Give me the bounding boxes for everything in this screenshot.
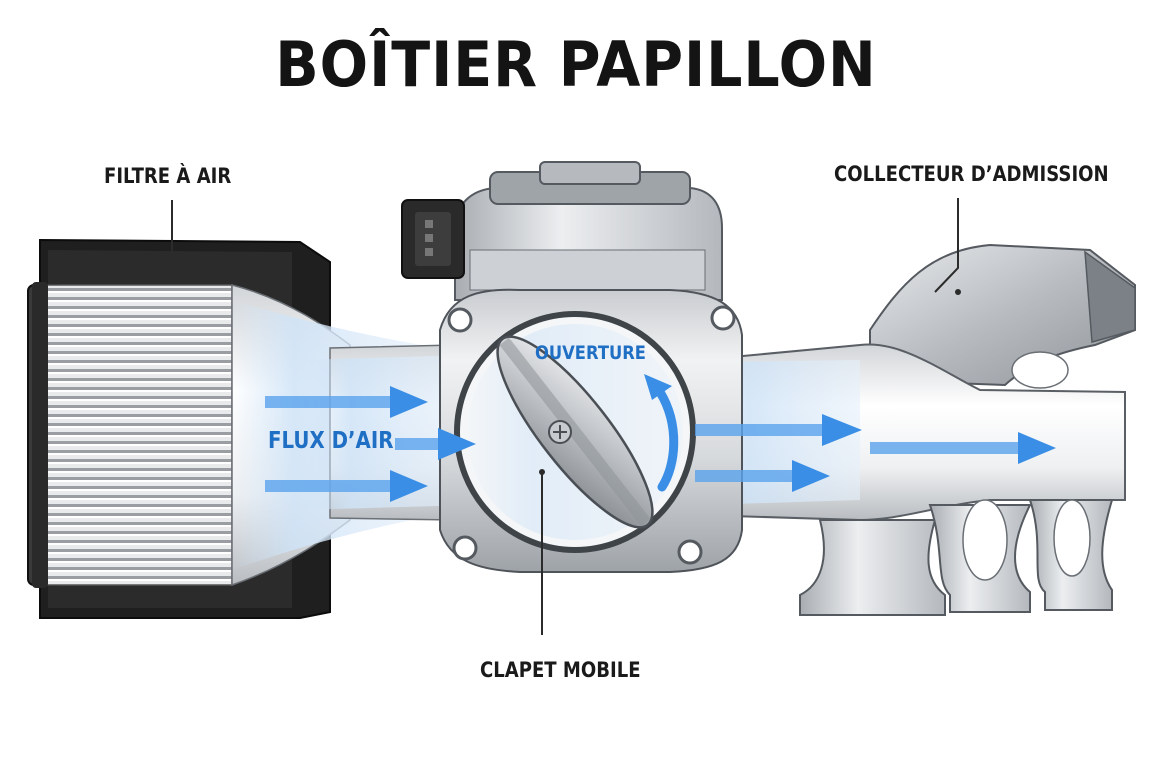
airflow-arrow-icon [695, 414, 862, 446]
opening-arrow-icon [644, 374, 679, 492]
airflow-arrow-icon [870, 432, 1056, 464]
label-airflow: FLUX D’AIR [268, 428, 394, 454]
airflow-arrow-icon [265, 470, 428, 502]
label-intake-manifold: COLLECTEUR D’ADMISSION [834, 162, 1109, 186]
label-opening: OUVERTURE [535, 342, 646, 364]
butterfly-valve [496, 335, 654, 635]
electrical-connector-icon [401, 199, 465, 279]
airflow-arrow-icon [395, 428, 476, 460]
airflow-arrows [265, 374, 1056, 502]
page-title: BOÎTIER PAPILLON [275, 28, 877, 101]
airflow-arrow-icon [265, 386, 428, 418]
airflow-arrow-icon [695, 460, 830, 492]
leader-lines [934, 198, 961, 295]
label-movable-valve: CLAPET MOBILE [480, 658, 641, 682]
label-air-filter: FILTRE À AIR [104, 164, 232, 188]
actuator-housing [401, 161, 723, 301]
